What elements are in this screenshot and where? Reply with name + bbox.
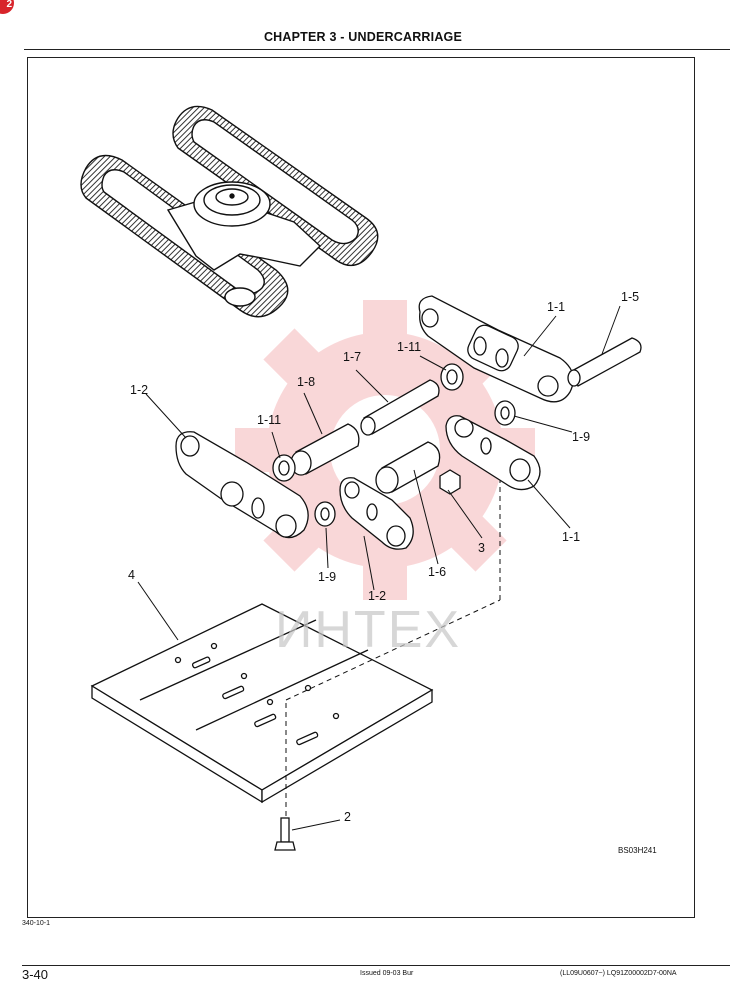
callout-nut: 3 [478, 541, 485, 555]
chapter-title: CHAPTER 3 - UNDERCARRIAGE [263, 30, 463, 44]
bushing-front [375, 441, 441, 494]
callout-seal-left: 1-11 [257, 413, 282, 427]
callout-link-left-top: 1-2 [130, 383, 149, 397]
nut [439, 469, 461, 495]
figure-frame [27, 57, 695, 918]
callout-washer-right: 1-9 [572, 430, 591, 444]
track-link-right-bottom [445, 415, 541, 491]
undercarriage-drawing [80, 105, 379, 318]
callout-pin: 1-5 [621, 290, 640, 304]
callout-shoe: 4 [128, 568, 135, 582]
callout-spacer: 1-8 [297, 375, 316, 389]
seal-top [440, 363, 464, 391]
track-link-left-top [175, 431, 309, 539]
bushing-rear [360, 379, 440, 436]
track-link-left-bottom [339, 477, 414, 550]
callout-seal-top: 1-11 [397, 340, 422, 354]
callout-link-right-top: 1-1 [547, 300, 566, 314]
figure-id: 340-10-1 [22, 920, 51, 927]
illustration-ref-code: BS03H241 [618, 846, 657, 855]
seal-left [272, 454, 296, 482]
callout-bushing-rear: 1-7 [343, 350, 362, 364]
watermark-text: ИНТЕХ [275, 601, 462, 659]
page-number: 3-40 [22, 967, 49, 982]
bolt [274, 817, 296, 851]
assembly-lines [285, 480, 501, 816]
track-shoe [90, 603, 434, 804]
footer-rule [22, 965, 730, 966]
header-rule [24, 49, 730, 50]
spacer [290, 423, 360, 476]
leader-lines [137, 305, 621, 831]
issued-date: Issued 09-03 Bur [360, 970, 414, 977]
washer-right [494, 400, 516, 426]
callout-link-left-bottom: 1-2 [368, 589, 387, 603]
callout-bolt: 2 [344, 810, 351, 824]
track-link-right-top [418, 295, 574, 403]
corner-badge: 2 [0, 0, 14, 14]
washer-left [314, 501, 336, 527]
track-pin [567, 337, 642, 387]
callout-washer-left: 1-9 [318, 570, 337, 584]
callout-link-right-bottom: 1-1 [562, 530, 581, 544]
document-number: (LL09U0607~) LQ91Z00002D7-00NA [560, 970, 677, 977]
callout-bushing-front: 1-6 [428, 565, 447, 579]
